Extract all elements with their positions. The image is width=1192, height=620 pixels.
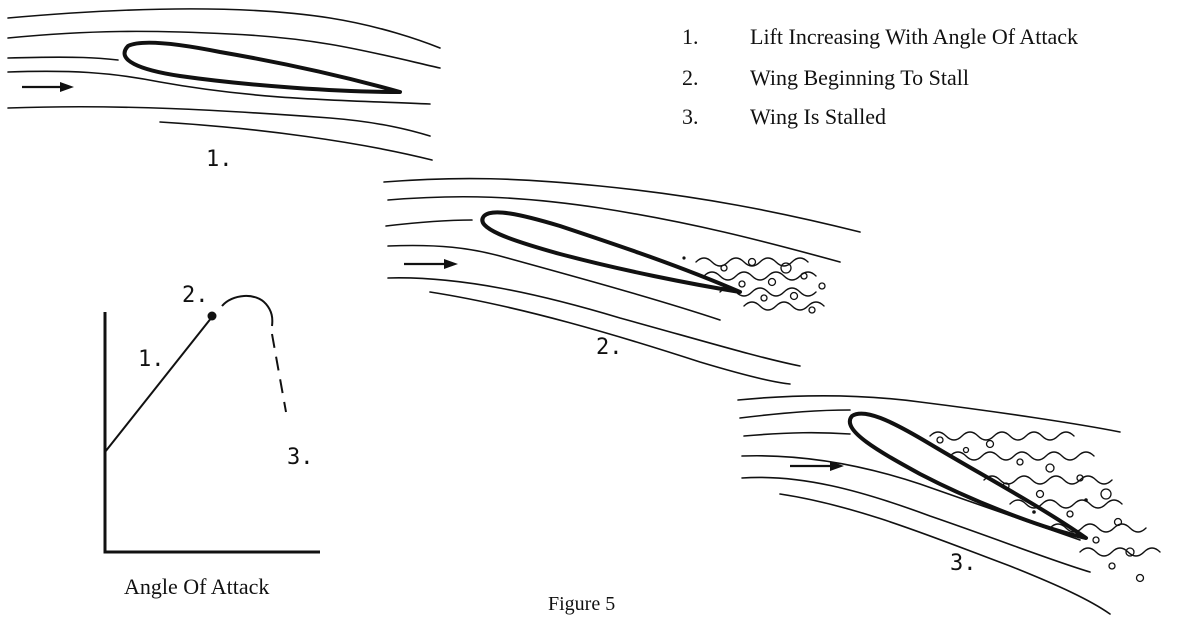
- separation-bubble: [964, 448, 969, 453]
- graph-point-label-2: 2.: [182, 283, 209, 308]
- separation-bubble: [682, 256, 685, 259]
- separation-bubble: [1032, 510, 1036, 514]
- streamline: [388, 245, 720, 320]
- separation-bubble: [937, 437, 943, 443]
- streamline: [160, 122, 432, 160]
- separation-bubble: [781, 263, 791, 273]
- turbulent-wake: [696, 258, 808, 266]
- lift-curve-peak: [222, 296, 272, 326]
- legend-item-1-text: Lift Increasing With Angle Of Attack: [750, 24, 1078, 49]
- separation-bubble: [1109, 563, 1115, 569]
- separation-bubble: [987, 441, 994, 448]
- separation-bubble: [1084, 498, 1088, 502]
- panel-2-wing-beginning-to-stall: 2.: [384, 179, 860, 384]
- legend-item-2-text: Wing Beginning To Stall: [750, 65, 969, 90]
- turbulent-wake: [744, 302, 824, 310]
- separation-bubble: [791, 293, 798, 300]
- streamline: [8, 57, 118, 60]
- legend: 1. Lift Increasing With Angle Of Attack …: [682, 24, 1078, 129]
- separation-bubble: [1067, 511, 1073, 517]
- streamline: [384, 179, 860, 232]
- separation-bubble: [1017, 459, 1023, 465]
- streamline: [738, 396, 1120, 432]
- turbulent-wake: [704, 272, 816, 280]
- legend-item-2-number: 2.: [682, 65, 699, 90]
- separation-bubble: [1046, 464, 1054, 472]
- legend-item-1-number: 1.: [682, 24, 699, 49]
- stall-onset-point: [208, 312, 217, 321]
- separation-bubble: [819, 283, 825, 289]
- separation-bubble: [769, 279, 776, 286]
- separation-bubble: [1101, 489, 1111, 499]
- streamline: [744, 433, 850, 436]
- separation-bubble: [1093, 537, 1099, 543]
- flow-arrow-head: [60, 82, 74, 92]
- separation-bubble: [721, 265, 727, 271]
- airfoil: [482, 212, 740, 292]
- panel-3-wing-stalled: 3.: [738, 396, 1160, 614]
- streamline: [8, 9, 440, 48]
- separation-bubble: [739, 281, 745, 287]
- lift-curve-graph: 1. 2. 3. Angle Of Attack: [105, 283, 320, 599]
- separation-bubble: [761, 295, 767, 301]
- lift-curve-stalled: [272, 334, 286, 412]
- graph-point-label-1: 1.: [138, 347, 165, 372]
- legend-item-3-number: 3.: [682, 104, 699, 129]
- graph-x-axis-label: Angle Of Attack: [124, 574, 269, 599]
- legend-item-3-text: Wing Is Stalled: [750, 104, 886, 129]
- streamline: [8, 107, 430, 136]
- flow-arrow-head: [444, 259, 458, 269]
- panel-1-wing-lifting: 1.: [8, 9, 440, 172]
- turbulent-wake: [950, 452, 1094, 460]
- streamline: [780, 494, 1110, 614]
- separation-bubble: [1137, 575, 1144, 582]
- streamline: [740, 410, 850, 418]
- turbulent-wake: [930, 432, 1074, 440]
- streamline: [386, 220, 472, 226]
- panel-1-label: 1.: [206, 147, 233, 172]
- turbulent-wake: [1080, 548, 1160, 556]
- graph-point-label-3: 3.: [287, 445, 314, 470]
- separation-bubble: [809, 307, 815, 313]
- figure-caption: Figure 5: [548, 593, 615, 615]
- separation-bubble: [1037, 491, 1044, 498]
- lift-curve-linear: [105, 317, 212, 452]
- separation-bubble: [801, 273, 807, 279]
- separation-bubble: [749, 259, 756, 266]
- turbulent-wake: [984, 476, 1112, 484]
- panel-3-label: 3.: [950, 551, 977, 576]
- panel-2-label: 2.: [596, 335, 623, 360]
